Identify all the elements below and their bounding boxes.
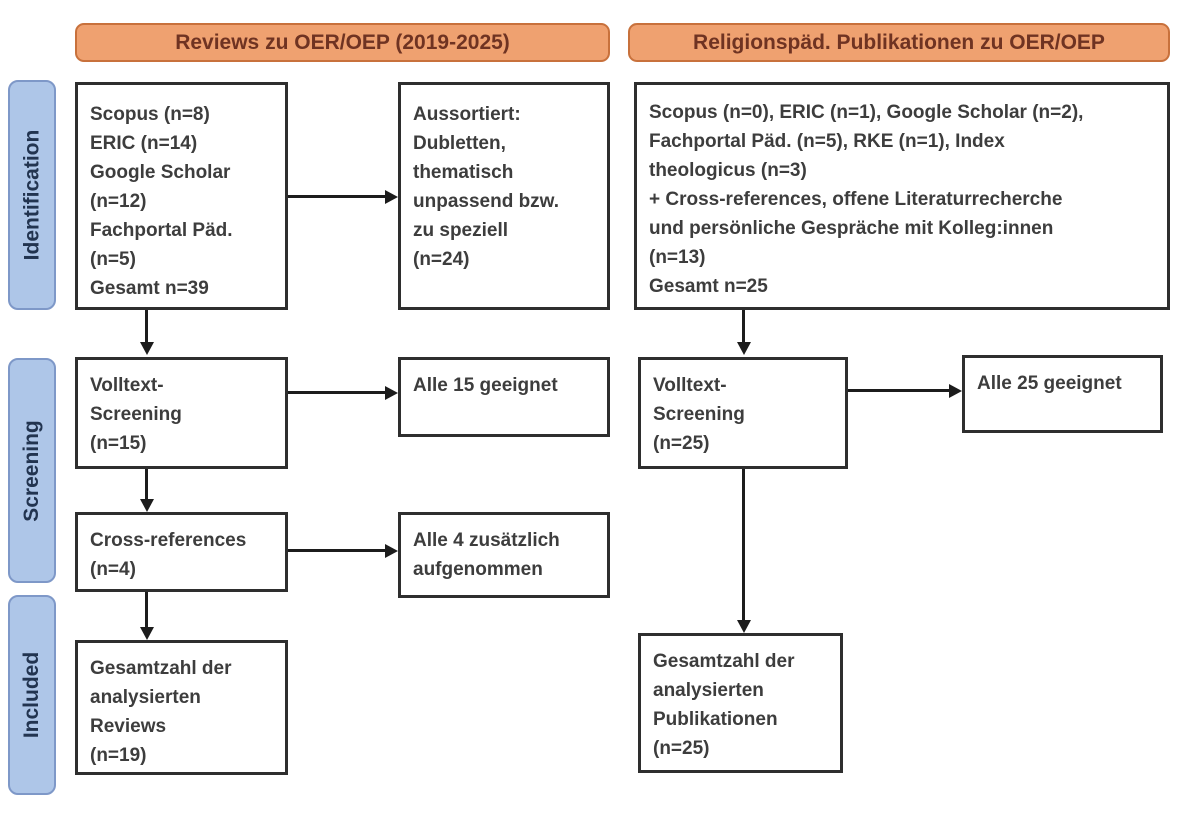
arrow-sources-to-excluded	[288, 190, 398, 204]
header-religionspaed-column: Religionspäd. Publikationen zu OER/OEP	[628, 23, 1170, 62]
arrow-sources-to-fulltext-right	[737, 310, 751, 355]
arrow-fulltext-to-result25	[848, 384, 962, 398]
stage-label-included: Included	[8, 595, 56, 795]
stage-label-screening-text: Screening	[20, 419, 44, 522]
box-result-15-geeignet: Alle 15 geeignet	[398, 357, 610, 437]
stage-label-identification: Identification	[8, 80, 56, 310]
arrow-crossreferences-to-result4	[288, 544, 398, 558]
box-sources-reviews: Scopus (n=8) ERIC (n=14) Google Scholar …	[75, 82, 288, 310]
arrow-fulltext-to-result15	[288, 386, 398, 400]
stage-label-identification-text: Identification	[20, 129, 44, 261]
stage-label-included-text: Included	[20, 651, 43, 739]
box-fulltext-screening-reviews: Volltext- Screening (n=15)	[75, 357, 288, 469]
box-result-25-geeignet: Alle 25 geeignet	[962, 355, 1163, 433]
box-included-publications: Gesamtzahl der analysierten Publikatione…	[638, 633, 843, 773]
header-reviews-column: Reviews zu OER/OEP (2019-2025)	[75, 23, 610, 62]
arrow-fulltext-to-crossreferences	[140, 469, 154, 512]
arrow-fulltext-to-included-right	[737, 469, 751, 633]
arrow-crossreferences-to-included-left	[140, 592, 154, 640]
box-excluded-reviews: Aussortiert: Dubletten, thematisch unpas…	[398, 82, 610, 310]
box-result-4-aufgenommen: Alle 4 zusätzlich aufgenommen	[398, 512, 610, 598]
stage-label-screening: Screening	[8, 358, 56, 583]
box-cross-references: Cross-references (n=4)	[75, 512, 288, 592]
box-fulltext-screening-publications: Volltext- Screening (n=25)	[638, 357, 848, 469]
box-sources-religionspaed: Scopus (n=0), ERIC (n=1), Google Scholar…	[634, 82, 1170, 310]
box-included-reviews: Gesamtzahl der analysierten Reviews (n=1…	[75, 640, 288, 775]
arrow-sources-to-fulltext-left	[140, 310, 154, 355]
